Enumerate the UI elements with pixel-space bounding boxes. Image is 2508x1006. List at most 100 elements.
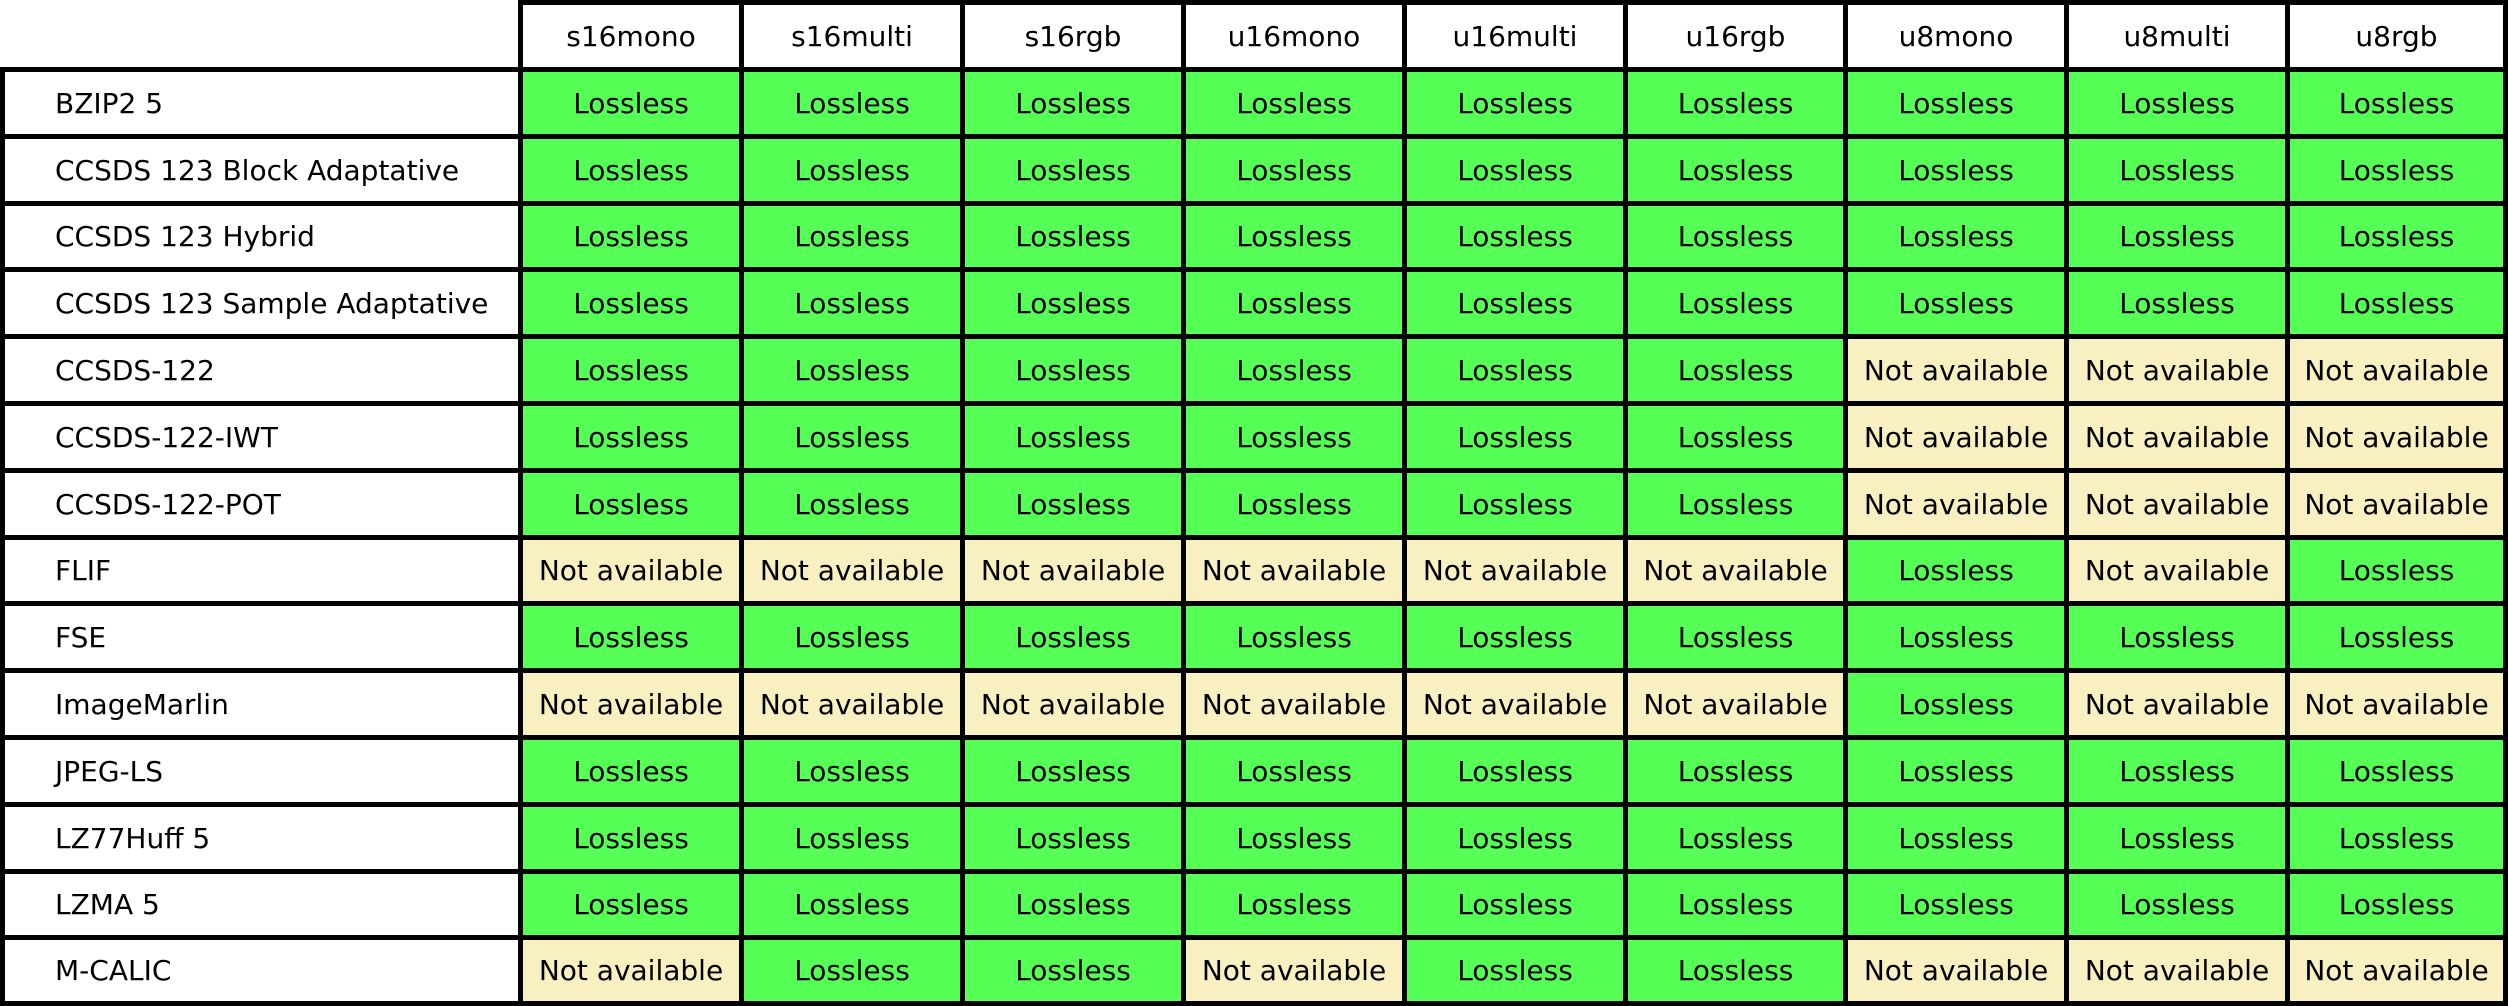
status-cell: Not available [518,668,744,740]
status-cell: Lossless [518,267,744,339]
status-cell: Lossless [2064,67,2290,139]
status-cell: Not available [739,535,965,606]
status-cell: Lossless [1623,802,1848,874]
status-cell: Lossless [1402,134,1628,206]
status-cell: Not available [2064,401,2290,473]
column-header-u8multi: u8multi [2064,0,2290,72]
status-cell: Lossless [1623,134,1848,206]
status-cell: Lossless [739,601,965,673]
status-cell: Not available [2064,668,2290,740]
status-cell: Lossless [960,267,1186,339]
status-cell: Lossless [1181,67,1407,139]
row-header: M-CALIC [0,935,523,1006]
status-cell: Lossless [2285,535,2508,606]
status-cell: Lossless [2064,735,2290,807]
status-cell: Lossless [1181,267,1407,339]
status-cell: Lossless [1843,802,2069,874]
status-cell: Lossless [518,201,744,272]
status-cell: Lossless [518,735,744,807]
status-cell: Lossless [1181,134,1407,206]
status-cell: Not available [2064,468,2290,540]
status-cell: Lossless [960,67,1186,139]
status-cell: Lossless [1402,267,1628,339]
status-cell: Lossless [1843,267,2069,339]
status-cell: Not available [2064,935,2290,1006]
status-cell: Lossless [1623,468,1848,540]
status-cell: Lossless [518,468,744,540]
status-cell: Lossless [518,601,744,673]
status-cell: Lossless [1402,869,1628,940]
status-cell: Lossless [1623,267,1848,339]
status-cell: Lossless [1843,67,2069,139]
status-cell: Lossless [960,735,1186,807]
row-header: LZMA 5 [0,869,523,940]
status-cell: Lossless [960,468,1186,540]
status-cell: Lossless [960,401,1186,473]
status-cell: Not available [1402,535,1628,606]
status-cell: Lossless [2285,201,2508,272]
column-header-s16mono: s16mono [518,0,744,72]
status-cell: Lossless [2064,601,2290,673]
status-cell: Lossless [1402,468,1628,540]
status-cell: Lossless [518,134,744,206]
status-cell: Not available [960,668,1186,740]
status-cell: Lossless [1843,535,2069,606]
status-cell: Lossless [1843,201,2069,272]
status-cell: Lossless [1402,735,1628,807]
status-cell: Lossless [518,802,744,874]
status-cell: Not available [1181,935,1407,1006]
row-header: ImageMarlin [0,668,523,740]
row-header: FLIF [0,535,523,606]
status-cell: Lossless [1843,601,2069,673]
status-cell: Lossless [739,67,965,139]
status-cell: Not available [1623,668,1848,740]
status-cell: Lossless [2064,802,2290,874]
status-cell: Not available [518,935,744,1006]
status-cell: Lossless [2064,134,2290,206]
row-header: CCSDS 123 Hybrid [0,201,523,272]
status-cell: Lossless [518,869,744,940]
status-cell: Not available [1843,334,2069,406]
status-cell: Not available [1843,401,2069,473]
status-cell: Lossless [739,735,965,807]
status-cell: Lossless [960,134,1186,206]
status-cell: Not available [960,535,1186,606]
status-cell: Lossless [1402,935,1628,1006]
status-cell: Not available [1181,668,1407,740]
status-cell: Lossless [1181,401,1407,473]
status-cell: Not available [1402,668,1628,740]
status-cell: Not available [1843,468,2069,540]
status-cell: Lossless [739,401,965,473]
status-cell: Lossless [1402,401,1628,473]
status-cell: Lossless [1623,735,1848,807]
status-cell: Lossless [739,267,965,339]
status-cell: Lossless [2285,134,2508,206]
status-cell: Lossless [2064,267,2290,339]
status-cell: Lossless [518,67,744,139]
status-cell: Lossless [1181,601,1407,673]
status-cell: Lossless [739,201,965,272]
column-header-u16rgb: u16rgb [1623,0,1848,72]
column-header-u16multi: u16multi [1402,0,1628,72]
status-cell: Not available [2285,935,2508,1006]
status-cell: Lossless [1181,468,1407,540]
status-cell: Lossless [1181,869,1407,940]
status-cell: Lossless [2285,67,2508,139]
status-cell: Lossless [1623,201,1848,272]
status-cell: Lossless [739,935,965,1006]
status-cell: Lossless [1843,134,2069,206]
row-header: FSE [0,601,523,673]
status-cell: Not available [1181,535,1407,606]
status-cell: Lossless [960,869,1186,940]
status-cell: Lossless [1181,735,1407,807]
status-cell: Lossless [739,869,965,940]
status-cell: Lossless [960,802,1186,874]
status-cell: Lossless [960,601,1186,673]
status-cell: Lossless [739,334,965,406]
column-header-s16multi: s16multi [739,0,965,72]
status-cell: Lossless [739,802,965,874]
status-cell: Lossless [960,334,1186,406]
row-header: CCSDS 123 Sample Adaptative [0,267,523,339]
status-cell: Lossless [1181,334,1407,406]
